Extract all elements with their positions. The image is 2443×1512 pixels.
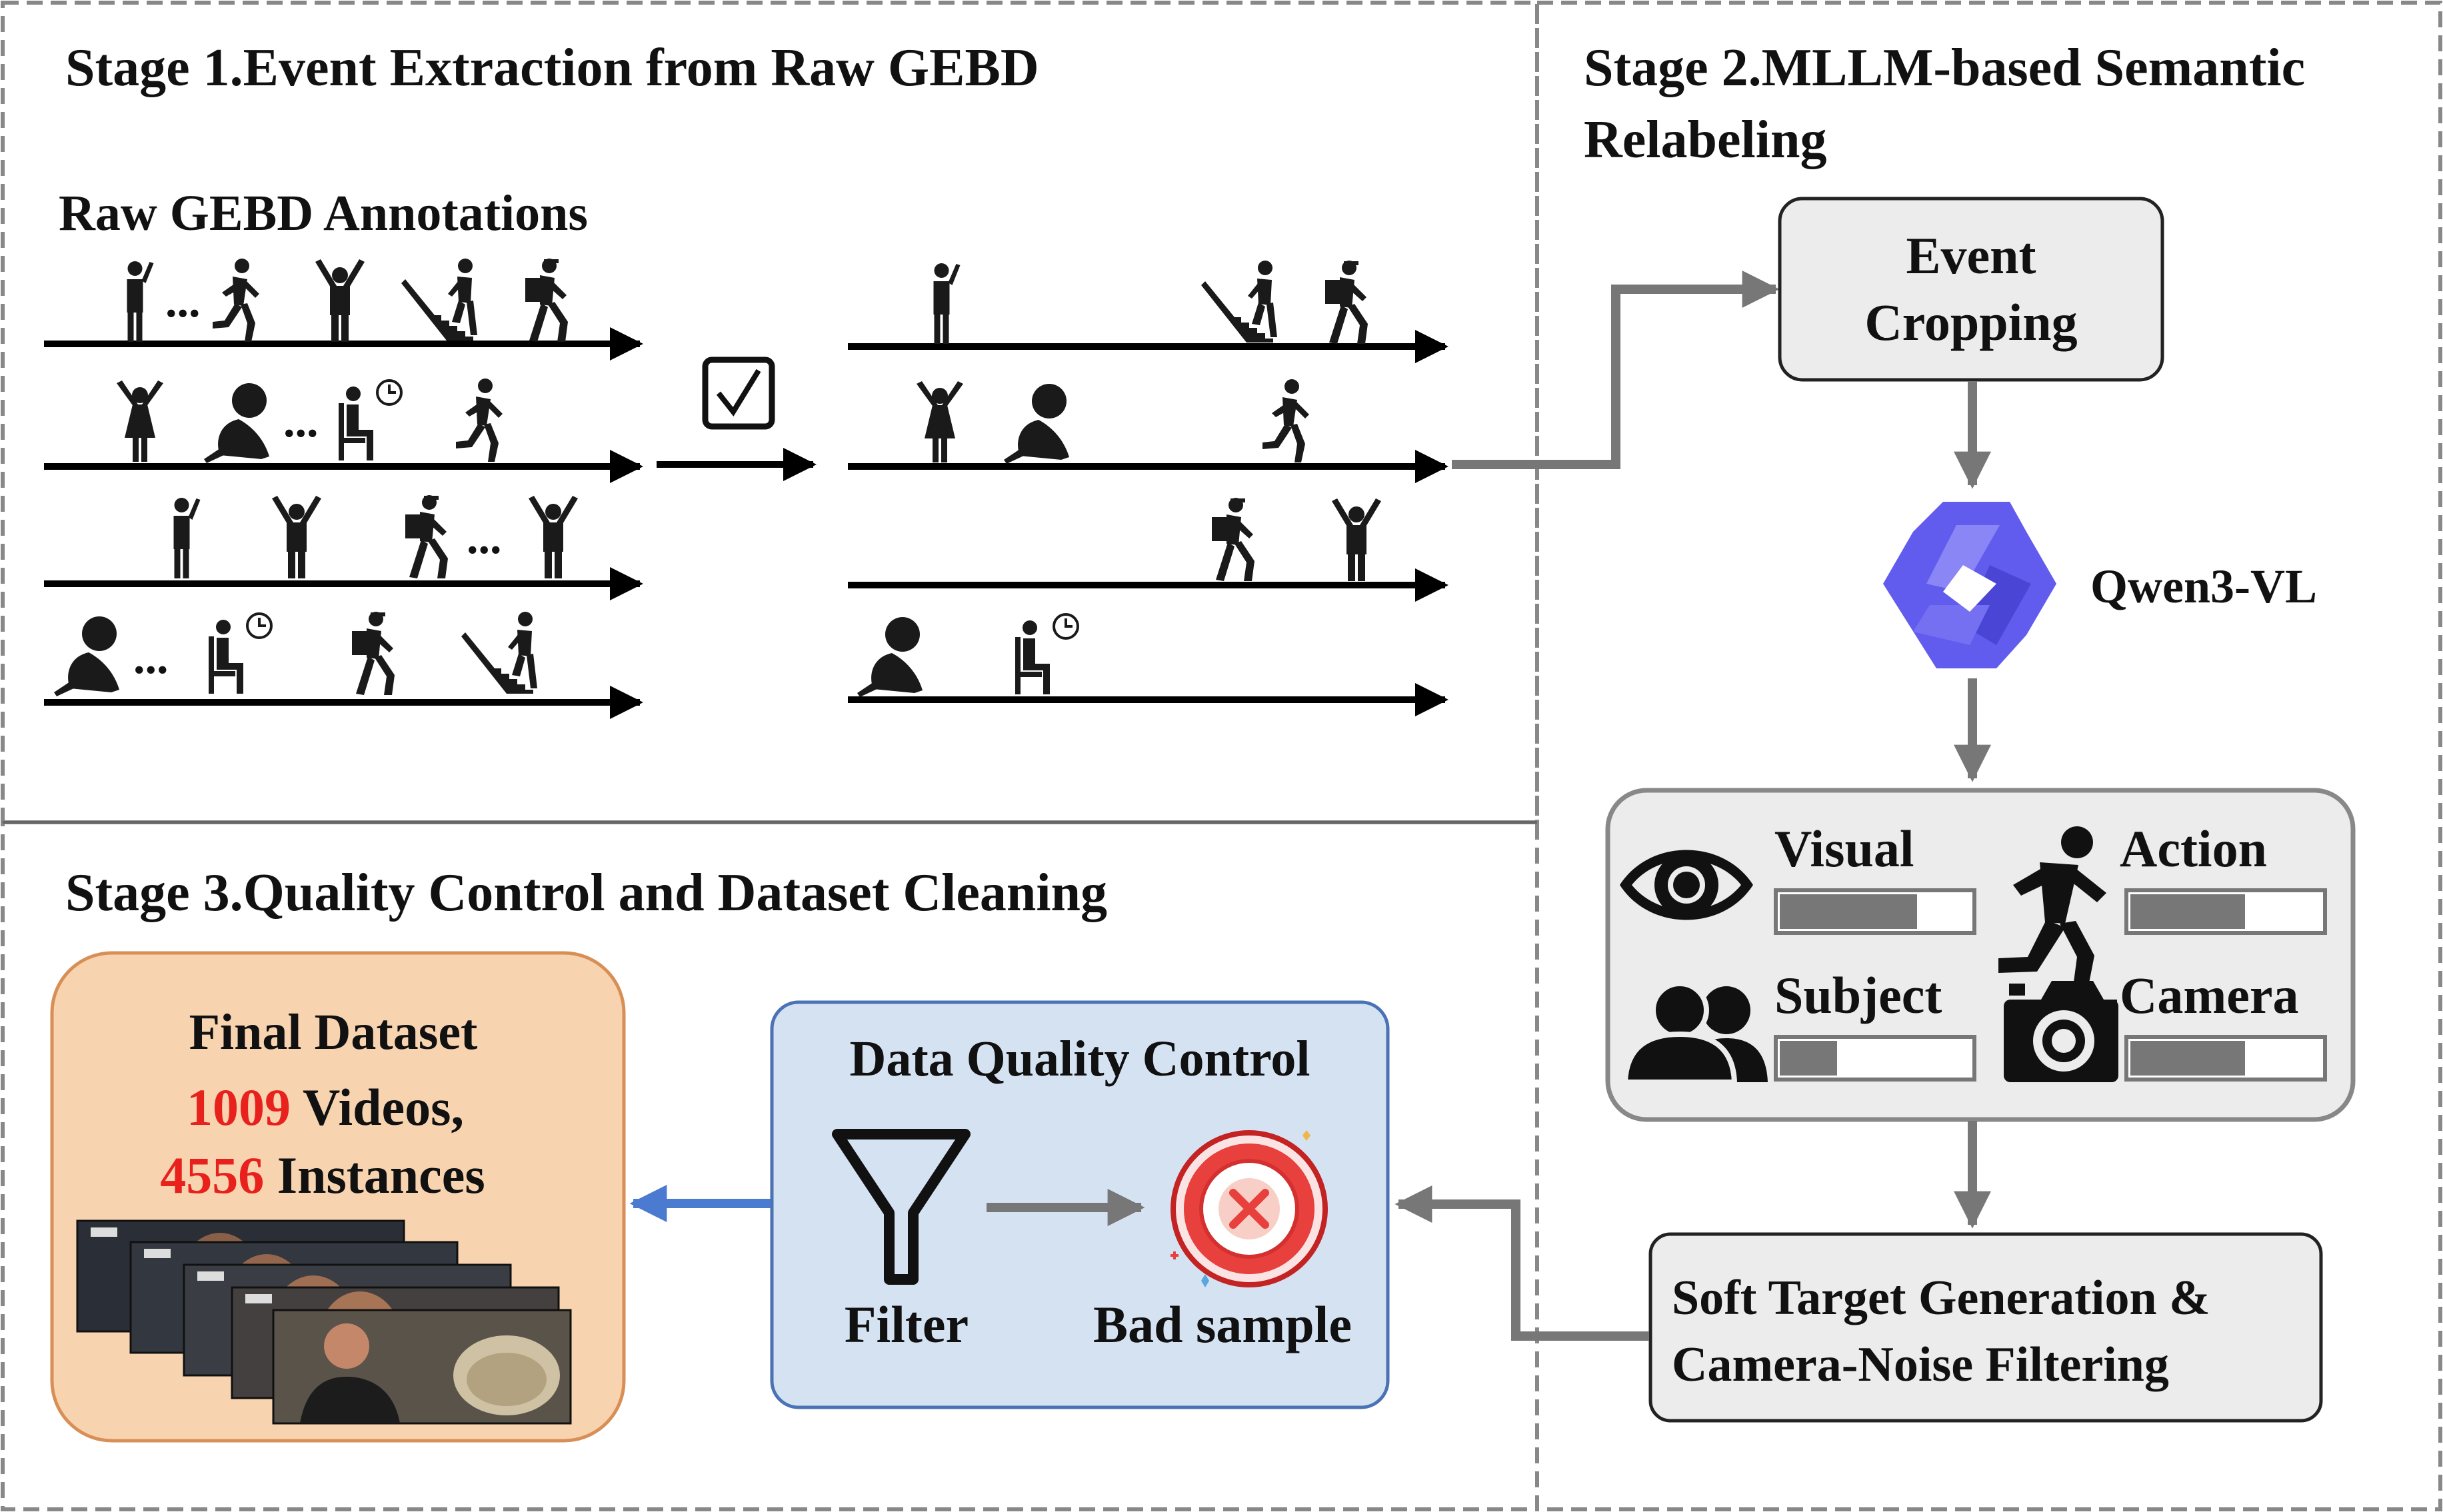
- waiting-chair-icon: [337, 379, 403, 462]
- stage2-title-line2: Relabeling: [1584, 111, 1826, 169]
- score-label-action: Action: [2120, 820, 2267, 878]
- waving-person-icon: [173, 498, 201, 578]
- sitting-person-icon: [204, 383, 269, 463]
- eye-icon: [1620, 850, 1753, 920]
- hiker-icon: [405, 495, 448, 578]
- score-label-visual: Visual: [1774, 820, 1914, 878]
- sitting-person-icon: [54, 616, 119, 696]
- cheering-girl-icon: [917, 381, 963, 462]
- score-fill-subject: [1780, 1041, 1837, 1076]
- bad-sample-label: Bad sample: [1093, 1295, 1352, 1353]
- hiker-icon: [352, 612, 395, 695]
- instance-count: 4556: [160, 1146, 264, 1204]
- filter-funnel-icon: [832, 1129, 971, 1285]
- to-cropping-arrow: [1452, 271, 1780, 469]
- semantic-scores-panel: Visual Action Subject: [1605, 788, 2356, 1122]
- cheering-person-icon: [1332, 498, 1381, 581]
- soft-target-line1: Soft Target Generation &: [1672, 1271, 2210, 1325]
- video-frame: [272, 1309, 572, 1425]
- cheering-girl-icon: [117, 380, 163, 462]
- people-icon: [1622, 981, 1768, 1085]
- score-fill-visual: [1780, 894, 1917, 929]
- score-label-camera: Camera: [2120, 966, 2299, 1024]
- to-quality-control-arrow: [1394, 1185, 1649, 1341]
- event-cropping-line2: Cropping: [1864, 293, 2077, 351]
- instance-count-line: 4556 Instances: [160, 1146, 485, 1204]
- stage3-frame: [1, 820, 1539, 1511]
- bad-sample-icon: [1171, 1130, 1328, 1287]
- extracted-timelines: [848, 261, 1448, 716]
- sitting-person-icon: [857, 617, 923, 697]
- score-label-subject: Subject: [1774, 966, 1942, 1024]
- hiker-icon: [525, 259, 568, 342]
- final-dataset-title: Final Dataset: [189, 1004, 478, 1060]
- cheering-person-icon: [272, 496, 321, 578]
- ellipsis: ...: [133, 632, 169, 684]
- ellipsis: ...: [283, 396, 319, 447]
- video-frame-stack: [76, 1219, 572, 1425]
- running-person-icon: [213, 259, 259, 342]
- camera-icon: [2004, 981, 2118, 1082]
- stairs-climbing-icon: [401, 259, 477, 341]
- running-person-icon: [1998, 826, 2106, 997]
- waving-person-icon: [933, 263, 961, 344]
- waiting-chair-icon: [1014, 613, 1079, 696]
- checked-box-icon: [702, 357, 775, 430]
- hiker-icon: [1212, 498, 1254, 581]
- quality-control-title: Data Quality Control: [849, 1031, 1310, 1087]
- stairs-climbing-icon: [1201, 261, 1277, 343]
- sitting-person-icon: [1004, 384, 1069, 464]
- stage2-frame: [1535, 1, 2442, 1511]
- video-count: 1009: [187, 1078, 291, 1136]
- stairs-climbing-icon: [461, 612, 537, 694]
- cheering-person-icon: [315, 259, 365, 342]
- hiker-icon: [1325, 261, 1368, 344]
- score-fill-action: [2130, 894, 2245, 929]
- ellipsis: ...: [467, 512, 502, 564]
- event-cropping-box: Event Cropping: [1778, 197, 2164, 382]
- event-cropping-line1: Event: [1906, 227, 2036, 285]
- running-person-icon: [456, 378, 503, 462]
- soft-target-line2: Camera-Noise Filtering: [1672, 1337, 2169, 1392]
- ellipsis: ...: [165, 276, 201, 327]
- soft-target-box: Soft Target Generation & Camera-Noise Fi…: [1648, 1232, 2323, 1423]
- score-fill-camera: [2130, 1041, 2245, 1076]
- quality-control-box: Data Quality Control Filter Bad sample: [770, 1000, 1390, 1409]
- instance-suffix: Instances: [264, 1146, 485, 1204]
- qwen-logo-icon: [1883, 502, 2056, 668]
- model-name: Qwen3-VL: [2090, 560, 2317, 613]
- raw-timelines: ... ... ... ...: [44, 259, 643, 719]
- stage1-title: Stage 1.Event Extraction from Raw GEBD: [65, 39, 1039, 97]
- raw-annotations-label: Raw GEBD Annotations: [59, 185, 588, 241]
- stage2-title-line1: Stage 2.MLLM-based Semantic: [1584, 39, 2305, 97]
- video-count-line: 1009 Videos,: [187, 1078, 464, 1136]
- stage3-title: Stage 3.Quality Control and Dataset Clea…: [65, 864, 1107, 922]
- video-suffix: Videos,: [291, 1078, 464, 1136]
- filter-label: Filter: [845, 1295, 969, 1353]
- waving-person-icon: [127, 261, 154, 342]
- waiting-chair-icon: [207, 612, 273, 695]
- running-person-icon: [1262, 379, 1309, 462]
- cheering-person-icon: [529, 496, 578, 578]
